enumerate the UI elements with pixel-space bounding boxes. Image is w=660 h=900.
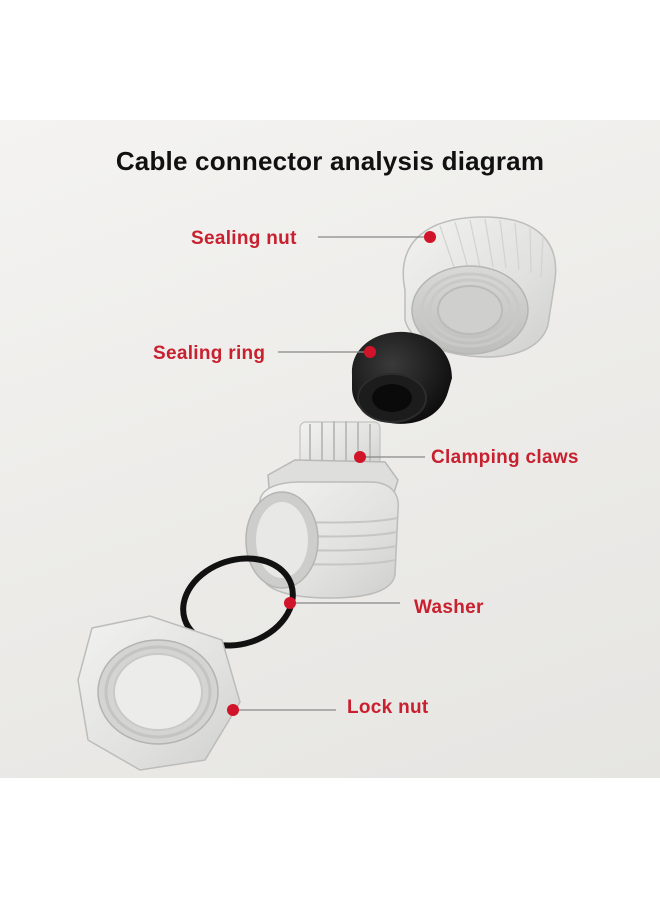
marker-dots (227, 231, 436, 716)
leader-lines (233, 236, 430, 711)
sealing-nut-part (402, 216, 557, 358)
clamping-claws-part (245, 421, 400, 599)
marker-dot-washer (284, 597, 296, 609)
label-sealing-ring: Sealing ring (153, 343, 266, 364)
lock-nut-part (77, 615, 241, 771)
label-lock-nut: Lock nut (347, 697, 429, 718)
label-clamping-claws: Clamping claws (431, 447, 579, 468)
marker-dot-sealing-nut (424, 231, 436, 243)
exploded-parts-illustration (77, 216, 557, 771)
label-washer: Washer (414, 597, 484, 618)
label-sealing-nut: Sealing nut (191, 228, 297, 249)
marker-dot-sealing-ring (364, 346, 376, 358)
sealing-ring-part (351, 331, 452, 424)
washer-part (180, 555, 296, 649)
diagram-title: Cable connector analysis diagram (115, 146, 545, 176)
diagram-canvas: Cable connector analysis diagram Sealing… (0, 120, 660, 778)
marker-dot-lock-nut (227, 704, 239, 716)
marker-dot-clamping-claws (354, 451, 366, 463)
